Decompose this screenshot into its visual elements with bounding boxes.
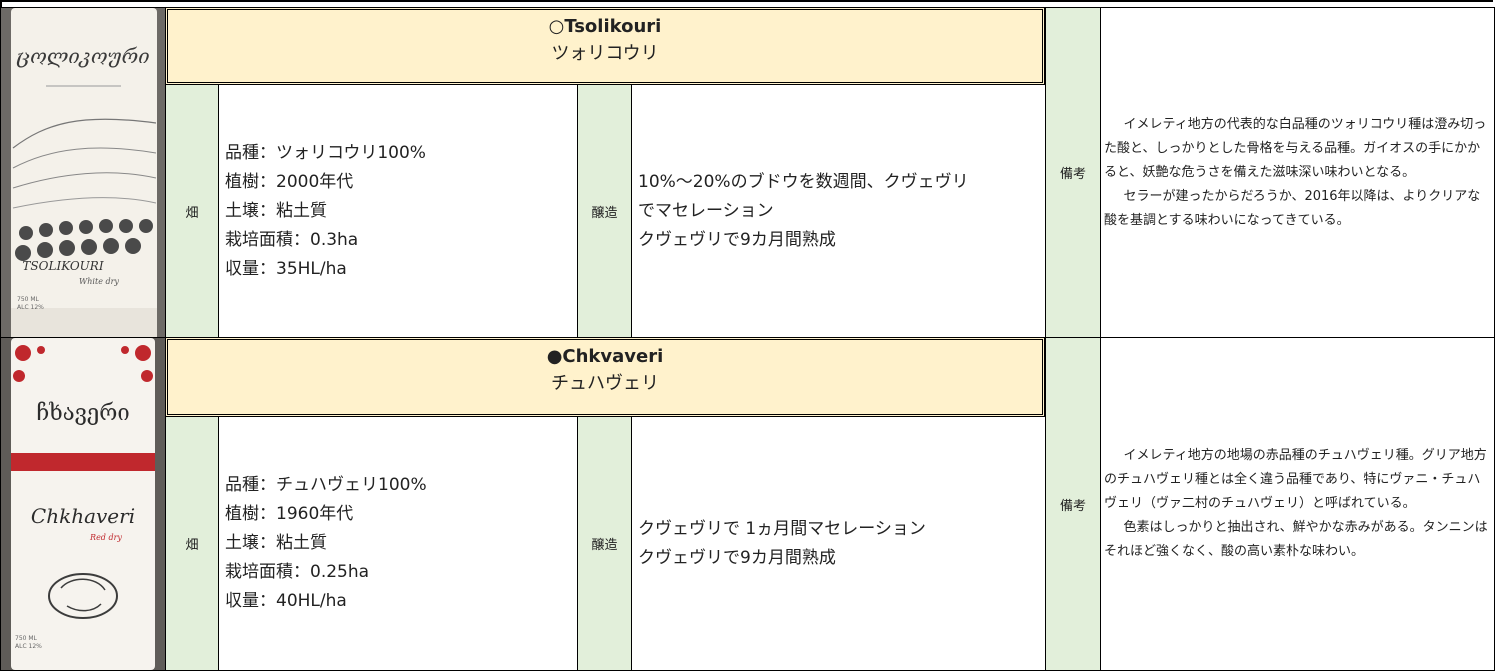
label-georgian-script: ჩხავერი xyxy=(36,401,129,426)
brewing-line-1: 10%～20%のブドウを数週間、クヴェヴリ xyxy=(638,171,969,192)
label-volume: 750 ML xyxy=(15,635,38,642)
spec-planted: 植樹：2000年代 xyxy=(225,171,354,192)
spec-yield: 収量：40HL/ha xyxy=(225,591,347,611)
notes-paragraph-1: イメレティ地方の代表的な白品種のツォリコウリ種は澄み切った酸と、しっかりとした骨… xyxy=(1104,116,1487,180)
wine-name-japanese: ツォリコウリ xyxy=(551,43,659,64)
label-georgian-script: ცოლიკოური xyxy=(16,44,149,68)
vineyard-specs: 品種：チュハヴェリ100% 植樹：1960年代 土壌：粘土質 栽培面積：0.25… xyxy=(218,416,578,671)
vineyard-specs: 品種：ツォリコウリ100% 植樹：2000年代 土壌：粘土質 栽培面積：0.3h… xyxy=(218,84,578,338)
label-wine-name: Chkhaveri xyxy=(31,504,135,528)
wine-title-cell: ●Chkvaveri チュハヴェリ xyxy=(165,337,1045,417)
brewing-line-1: クヴェヴリで 1ヵ月間マセレーション xyxy=(638,518,926,539)
notes-label: 備考 xyxy=(1045,337,1101,671)
spec-variety: 品種：ツォリコウリ100% xyxy=(225,142,426,163)
field-label: 畑 xyxy=(165,416,219,671)
wine-name-japanese: チュハヴェリ xyxy=(551,373,659,394)
brewing-label: 醸造 xyxy=(577,84,632,338)
label-alcohol: ALC 12% xyxy=(17,304,44,311)
label-wine-type: White dry xyxy=(79,277,119,286)
brewing-label: 醸造 xyxy=(577,416,632,671)
spec-yield: 収量：35HL/ha xyxy=(225,258,347,279)
field-label: 畑 xyxy=(165,84,219,338)
wine-name-english: ○Tsolikouri xyxy=(548,16,662,37)
notes-label: 備考 xyxy=(1045,7,1101,338)
spec-variety: 品種：チュハヴェリ100% xyxy=(225,475,427,495)
label-wine-type: Red dry xyxy=(89,533,122,542)
tasting-notes: イメレティ地方の代表的な白品種のツォリコウリ種は澄み切った酸と、しっかりとした骨… xyxy=(1100,7,1495,338)
brewing-description: クヴェヴリで 1ヵ月間マセレーション クヴェヴリで9カ月間熟成 xyxy=(631,416,1046,671)
label-volume: 750 ML xyxy=(17,296,40,303)
wine-title-cell: ○Tsolikouri ツォリコウリ xyxy=(165,7,1045,85)
brewing-line-2: でマセレーション xyxy=(638,200,774,221)
spec-area: 栽培面積：0.3ha xyxy=(225,229,359,250)
spec-soil: 土壌：粘土質 xyxy=(225,200,327,221)
tasting-notes: イメレティ地方の地場の赤品種のチュハヴェリ種。グリア地方のチュハヴェリ種とは全く… xyxy=(1100,337,1495,671)
spec-soil: 土壌：粘土質 xyxy=(225,533,327,553)
bottle-photo-tsolikouri: ცოლიკოური TSOLIKOURI White dry 750 ML AL… xyxy=(0,7,166,338)
wine-name-english: ●Chkvaveri xyxy=(546,346,664,367)
label-alcohol: ALC 12% xyxy=(15,643,42,650)
brewing-line-2: クヴェヴリで9カ月間熟成 xyxy=(638,547,836,568)
bottle-photo-chkvaveri: ჩხავერი Chkhaveri Red dry 750 ML ALC 12% xyxy=(0,337,166,671)
notes-paragraph-2: 色素はしっかりと抽出され、鮮やかな赤みがある。タンニンはそれほど強くなく、酸の高… xyxy=(1104,520,1488,559)
spec-planted: 植樹：1960年代 xyxy=(225,504,354,524)
notes-paragraph-2: セラーが建ったからだろうか、2016年以降は、よりクリアな酸を基調とする味わいに… xyxy=(1104,188,1481,228)
spec-area: 栽培面積：0.25ha xyxy=(225,562,370,582)
brewing-description: 10%～20%のブドウを数週間、クヴェヴリ でマセレーション クヴェヴリで9カ月… xyxy=(631,84,1046,338)
label-wine-name: TSOLIKOURI xyxy=(22,259,103,273)
notes-paragraph-1: イメレティ地方の地場の赤品種のチュハヴェリ種。グリア地方のチュハヴェリ種とは全く… xyxy=(1104,448,1487,511)
brewing-line-3: クヴェヴリで9カ月間熟成 xyxy=(638,229,836,250)
